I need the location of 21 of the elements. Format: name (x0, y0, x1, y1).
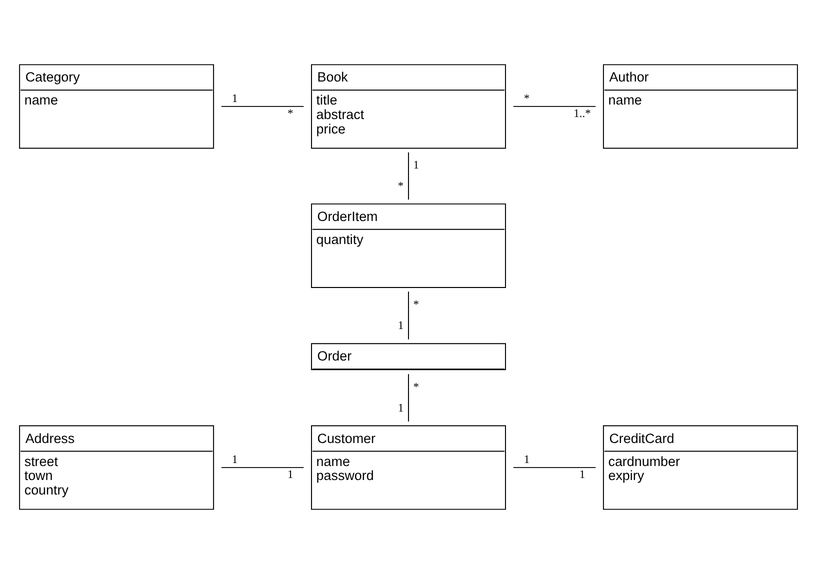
label: * (524, 92, 530, 105)
label: 1 (287, 469, 294, 482)
label: 1 (398, 320, 404, 332)
connector (221, 106, 304, 107)
label: * (413, 298, 420, 311)
label: 1 (413, 160, 420, 172)
connector (512, 106, 596, 107)
connector (512, 467, 596, 468)
connector (408, 152, 409, 200)
label: 1 (524, 454, 530, 466)
connector (408, 374, 409, 422)
connector (408, 291, 409, 340)
label: * (287, 108, 294, 120)
label: 1 (579, 469, 586, 482)
label: 1..* (574, 108, 591, 120)
label: * (413, 381, 420, 394)
label: 1 (232, 454, 238, 466)
connector (221, 467, 304, 468)
label: 1 (398, 402, 404, 414)
label: * (398, 180, 404, 192)
label: 1 (232, 92, 238, 105)
